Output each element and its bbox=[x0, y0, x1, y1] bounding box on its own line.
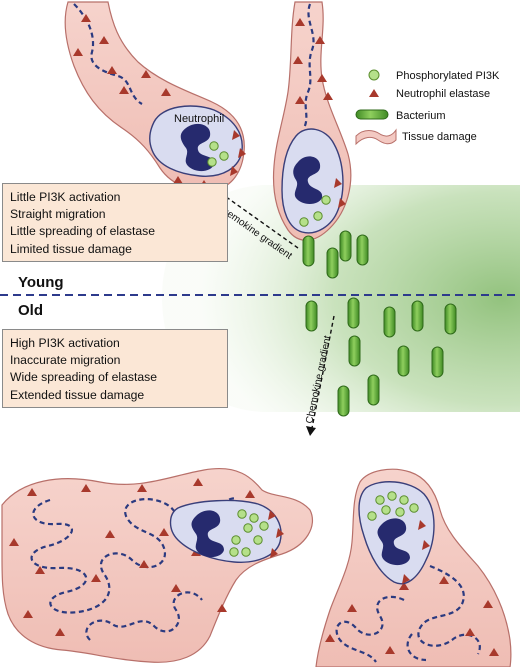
neutrophil-label: Neutrophil bbox=[174, 113, 224, 125]
neutrophil-young-left: Neutrophil bbox=[149, 105, 246, 177]
young-summary-line: Straight migration bbox=[10, 207, 106, 222]
bacterium-icon bbox=[411, 300, 424, 332]
young-summary-box: Little PI3K activation Straight migratio… bbox=[2, 183, 228, 262]
old-summary-line: Inaccurate migration bbox=[10, 353, 121, 368]
bacterium-icon bbox=[326, 247, 339, 279]
bacterium-icon bbox=[337, 385, 350, 417]
old-label: Old bbox=[18, 302, 43, 319]
bacterium-icon bbox=[397, 345, 410, 377]
bacterium-icon bbox=[347, 297, 360, 329]
bacteria-old bbox=[305, 297, 457, 417]
young-label: Young bbox=[18, 274, 64, 291]
young-summary-line: Little spreading of elastase bbox=[10, 224, 155, 239]
old-summary-box: High PI3K activation Inaccurate migratio… bbox=[2, 329, 228, 408]
bacterium-icon bbox=[305, 300, 318, 332]
bacterium-icon bbox=[367, 374, 380, 406]
nucleus-icon bbox=[191, 510, 224, 558]
tissue-damage-icon bbox=[355, 128, 397, 146]
legend-label-elastase: Neutrophil elastase bbox=[396, 88, 490, 100]
nucleus-icon bbox=[377, 518, 410, 566]
old-summary-line: Wide spreading of elastase bbox=[10, 370, 158, 385]
bacterium-icon bbox=[431, 346, 444, 378]
nucleus-icon bbox=[293, 156, 323, 204]
old-tissue-damage-left bbox=[1, 468, 314, 663]
legend-label-tissue: Tissue damage bbox=[402, 131, 477, 143]
young-summary-line: Little PI3K activation bbox=[10, 190, 121, 204]
chemokine-arrow-old bbox=[311, 315, 335, 429]
bacterium-icon bbox=[339, 230, 352, 262]
legend: Phosphorylated PI3K Neutrophil elastase … bbox=[355, 69, 500, 146]
bacteria-young bbox=[302, 230, 369, 279]
bacterium-icon bbox=[302, 235, 315, 267]
nucleus-icon bbox=[180, 123, 214, 172]
bacterium-icon bbox=[356, 234, 369, 266]
young-summary-line: Limited tissue damage bbox=[10, 241, 132, 256]
phosphorylated-pi3k-icon bbox=[368, 69, 380, 81]
neutrophil-elastase-icon bbox=[369, 89, 379, 97]
chemokine-gradient-field bbox=[162, 185, 520, 412]
legend-label-bacterium: Bacterium bbox=[396, 110, 446, 122]
chemokine-arrow-young bbox=[221, 193, 299, 249]
legend-label-pi3k: Phosphorylated PI3K bbox=[396, 70, 500, 82]
neutrophil-young-right bbox=[281, 128, 346, 234]
neutrophil-old-left bbox=[169, 499, 284, 563]
bacterium-icon bbox=[383, 306, 396, 338]
bacterium-icon bbox=[355, 109, 389, 120]
bacterium-icon bbox=[348, 335, 361, 367]
bacterium-icon bbox=[444, 303, 457, 335]
old-summary-line: Extended tissue damage bbox=[10, 387, 145, 402]
neutrophil-old-right bbox=[358, 481, 435, 585]
old-summary-line: High PI3K activation bbox=[10, 336, 120, 350]
